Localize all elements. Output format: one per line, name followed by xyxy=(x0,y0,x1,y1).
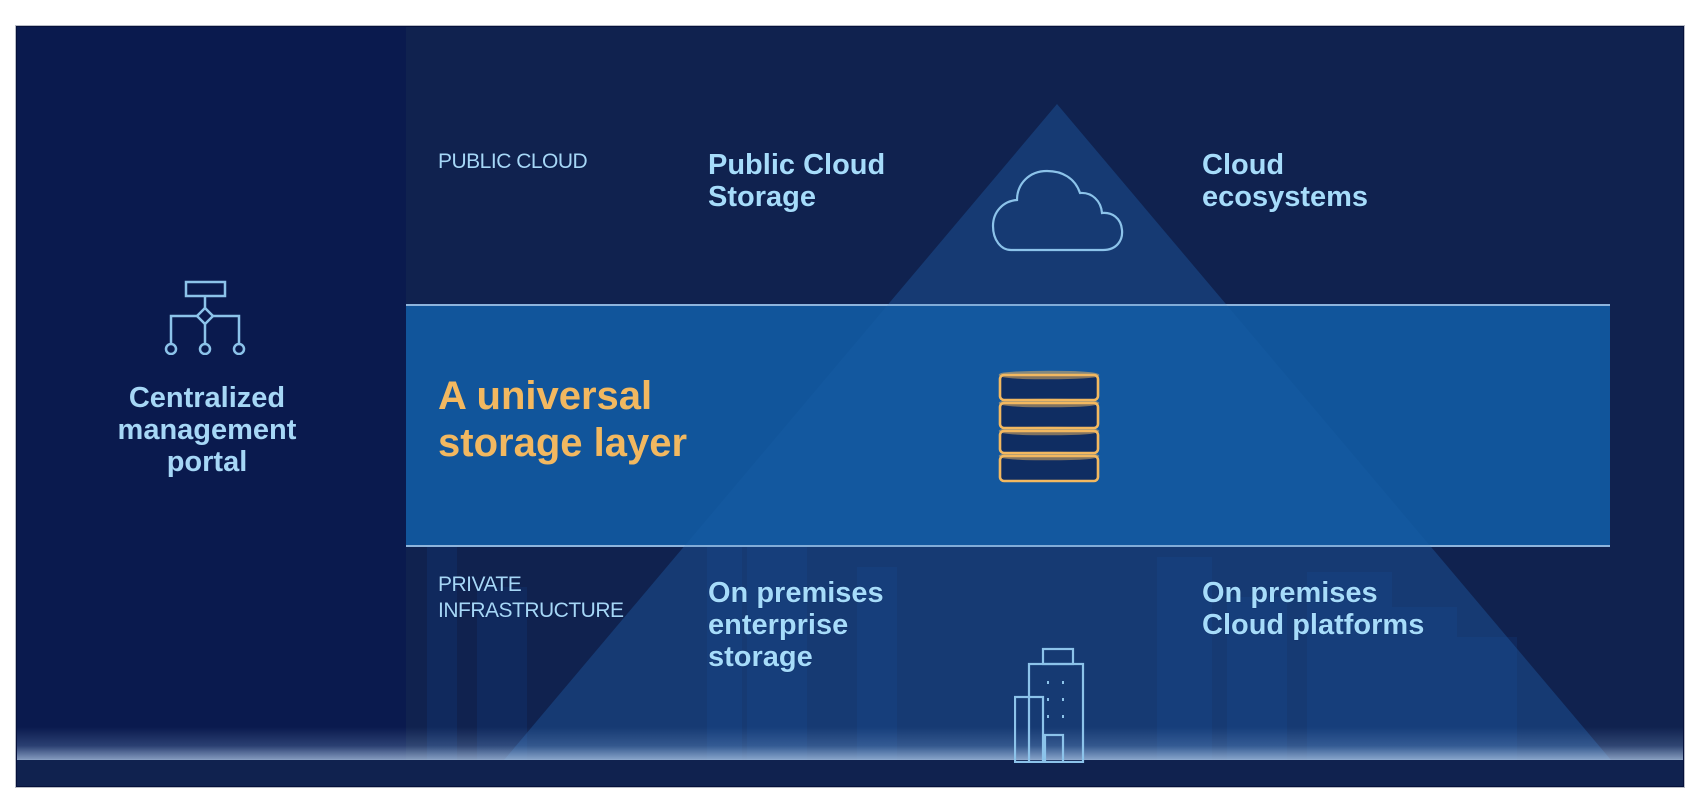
on-premises-cloud-platforms-label: On premises Cloud platforms xyxy=(1202,577,1425,641)
storage-architecture-diagram: Centralized management portal PUBLIC CLO… xyxy=(16,26,1684,787)
universal-storage-layer-title: A universal storage layer xyxy=(438,374,688,465)
private-infrastructure-section-label: PRIVATE INFRASTRUCTURE xyxy=(438,573,624,622)
public-cloud-section-label: PUBLIC CLOUD xyxy=(438,150,588,173)
management-portal-title: Centralized management portal xyxy=(117,382,297,478)
footer-strip xyxy=(17,760,1683,786)
horizon-glow xyxy=(17,727,1683,761)
cloud-ecosystems-label: Cloud ecosystems xyxy=(1202,149,1369,213)
hierarchy-network-icon xyxy=(164,280,246,355)
cloud-icon xyxy=(991,169,1124,252)
public-cloud-storage-label: Public Cloud Storage xyxy=(708,149,886,213)
office-buildings-icon xyxy=(1014,647,1085,763)
database-stack-icon xyxy=(998,370,1100,483)
management-column xyxy=(17,27,406,786)
on-premises-enterprise-storage-label: On premises enterprise storage xyxy=(708,577,884,673)
